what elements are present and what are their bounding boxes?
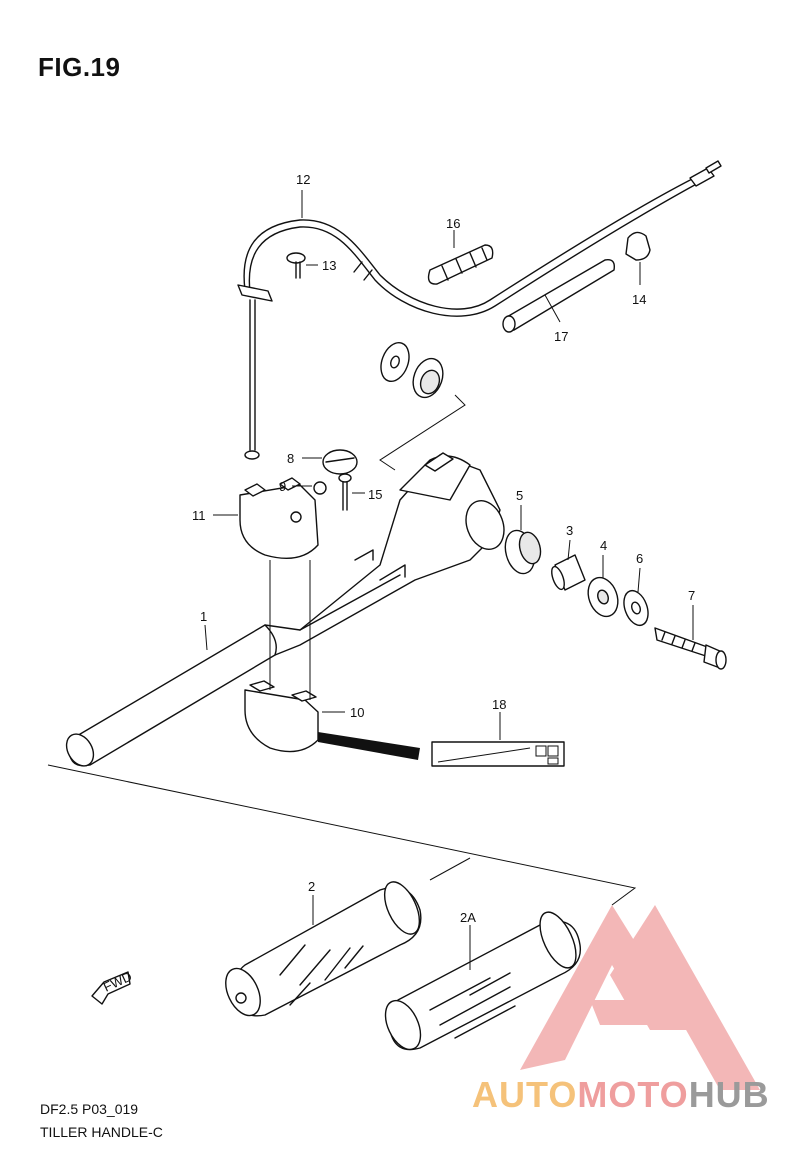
screw-13 <box>286 252 318 279</box>
nut-9 <box>313 481 327 495</box>
bracket-11 <box>239 477 319 559</box>
watermark-part-moto: MOTO <box>577 1074 689 1115</box>
grip-2a <box>384 911 582 1051</box>
tube-17 <box>502 259 615 333</box>
collar-3 <box>551 554 586 591</box>
washer-6 <box>623 589 649 627</box>
grip-2 <box>225 881 422 1017</box>
upper-bushing <box>412 357 444 399</box>
clamp-14 <box>625 231 651 285</box>
watermark-part-auto: AUTO <box>472 1074 578 1115</box>
watermark-text: AUTOMOTOHUB <box>472 1074 770 1116</box>
watermark-part-hub: HUB <box>688 1074 770 1115</box>
figure-title: FIG.19 <box>38 52 121 82</box>
bushing-5 <box>504 529 542 575</box>
knob-8 <box>322 449 358 475</box>
label-plate-18 <box>318 732 565 767</box>
upper-washer <box>380 341 410 383</box>
washer-4 <box>587 576 619 618</box>
bolt-7 <box>654 627 727 670</box>
watermark-logo <box>520 905 760 1090</box>
figure-name: TILLER HANDLE-C <box>40 1124 163 1140</box>
fwd-label: FWD <box>101 969 134 995</box>
bracket-10 <box>244 680 319 753</box>
throttle-cable <box>237 160 722 460</box>
leader-lines <box>204 190 694 970</box>
fwd-arrow <box>91 971 131 1005</box>
grip-sleeve-16 <box>427 244 494 285</box>
tiller-handle <box>65 452 505 767</box>
screw-15 <box>338 473 352 511</box>
figure-code: DF2.5 P03_019 <box>40 1101 139 1117</box>
